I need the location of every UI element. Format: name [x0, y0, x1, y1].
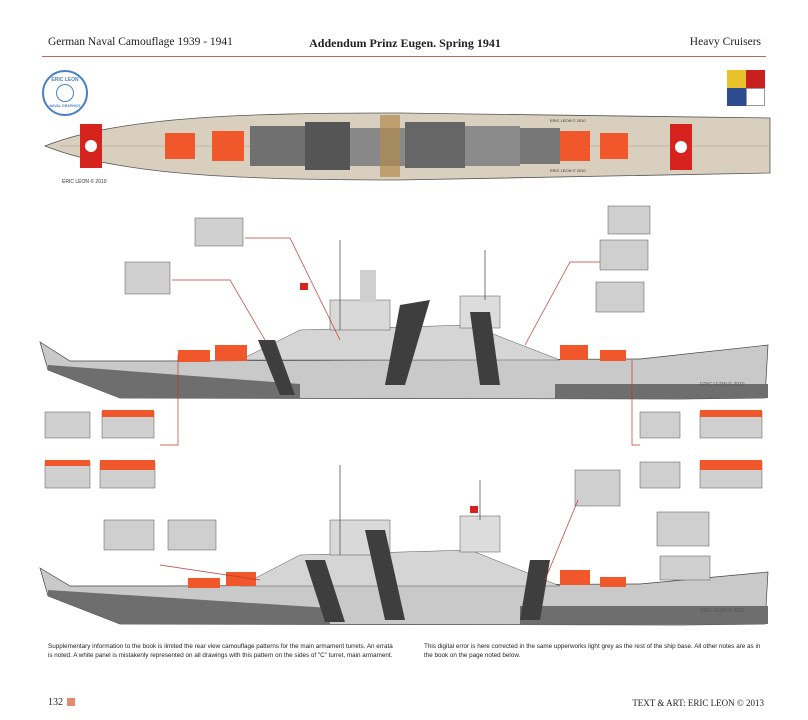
note-right: This digital error is here corrected in …	[424, 643, 761, 659]
eric-leon-stamp-logo: ERIC LEON NAVAL GRAPHICS	[42, 70, 88, 116]
footer-credit: TEXT & ART: ERIC LEON © 2013	[632, 698, 764, 708]
page-number: 132	[48, 697, 75, 708]
turret-roof-markings	[45, 410, 762, 470]
plan-deck-copyright-2: ERIC LEON © 2010	[550, 168, 586, 173]
plan-deck-copyright: ERIC LEON © 2010	[550, 118, 586, 123]
plan-copyright: ERIC LEON © 2010	[62, 178, 107, 185]
plan-view: ERIC LEON © 2010 ERIC LEON © 2010 ERIC L…	[43, 112, 771, 185]
profile-view-2: ERIC LEON © 2010	[39, 465, 769, 626]
header-page-title: Addendum Prinz Eugen. Spring 1941	[309, 36, 501, 50]
page-header: German Naval Camouflage 1939 - 1941 Adde…	[0, 0, 808, 60]
leader-lines	[159, 237, 640, 581]
profile-view-1: ERIC LEON © 2010	[39, 240, 769, 400]
header-rule	[42, 56, 766, 57]
header-section-title: Heavy Cruisers	[689, 36, 761, 48]
profile2-copyright: ERIC LEON © 2010	[700, 607, 745, 614]
profile1-copyright: ERIC LEON © 2010	[700, 381, 745, 388]
header-series-title: German Naval Camouflage 1939 - 1941	[48, 36, 233, 48]
page-marker-icon	[67, 698, 75, 706]
coat-of-arms-icon	[727, 70, 765, 106]
note-left: Supplementary information to the book is…	[48, 643, 393, 659]
